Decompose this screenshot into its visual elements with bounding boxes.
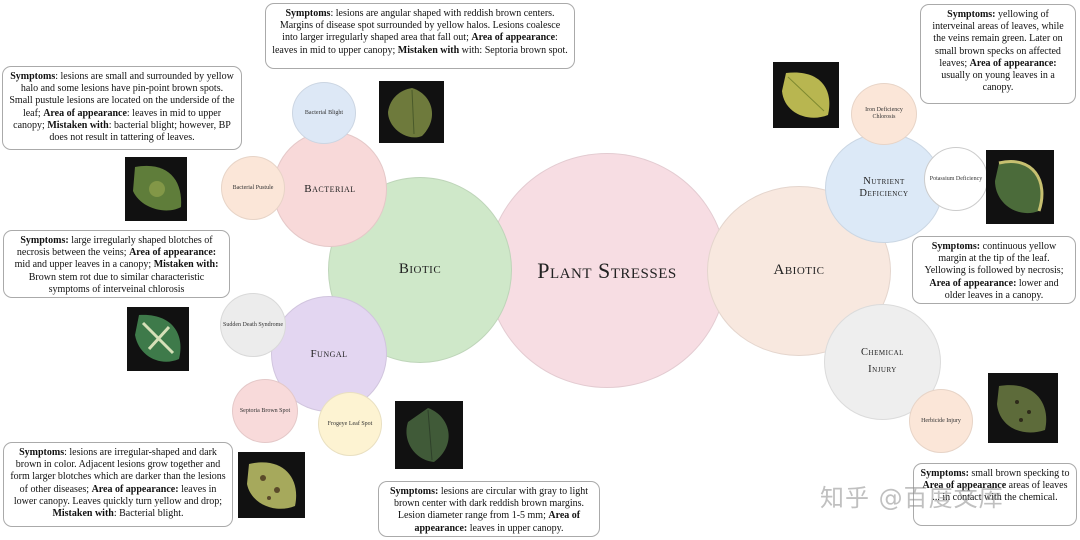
leaf-shape (406, 408, 449, 462)
note-herbicide: Symptoms: small brown specking to Area o… (913, 463, 1077, 526)
leaf-shape (246, 462, 296, 509)
circle-bacterial-blight: Bacterial Blight (292, 82, 356, 144)
bacterial-pustule-label: Bacterial Pustule (232, 184, 274, 191)
fungal-label: Fungal (310, 347, 348, 360)
circle-septoria: Septoria Brown Spot (232, 379, 298, 443)
leaf-image-iron (773, 62, 839, 128)
potassium-label: Potassium Deficiency (929, 175, 983, 182)
septoria-label: Septoria Brown Spot (239, 407, 291, 414)
leaf-image-bacterial-pustule (125, 157, 187, 221)
sudden-death-label: Sudden Death Syndrome (223, 321, 283, 328)
bacterial-blight-label: Bacterial Blight (304, 109, 344, 116)
note-potassium: Symptoms: continuous yellow margin at th… (912, 236, 1076, 304)
nutrient-label-line1: Nutrient (863, 175, 905, 187)
note-frogeye: Symptoms: lesions are circular with gray… (378, 481, 600, 537)
abiotic-label: Abiotic (773, 262, 825, 279)
iron-label: Iron Deficiency Chlorosis (865, 107, 903, 120)
chemical-label-line1: Chemical (861, 347, 904, 359)
leaf-image-potassium (986, 150, 1054, 224)
leaf-shape (782, 72, 830, 118)
circle-herbicide: Herbicide Injury (909, 389, 973, 453)
center-circle-plant-stresses: Plant Stresses (487, 153, 727, 388)
circle-chemical-injury: Chemical Injury (824, 304, 941, 420)
leaf-shape (387, 88, 432, 138)
circle-sudden-death: Sudden Death Syndrome (220, 293, 286, 357)
bacterial-label: Bacterial (304, 182, 356, 195)
center-label: Plant Stresses (537, 257, 677, 283)
chemical-label-line2: Injury (868, 364, 897, 375)
circle-frogeye: Frogeye Leaf Spot (318, 392, 382, 456)
note-bacterial-blight: Symptoms: lesions are angular shaped wit… (265, 3, 575, 69)
leaf-shape (997, 385, 1047, 433)
frogeye-label: Frogeye Leaf Spot (327, 420, 373, 427)
leaf-shape (995, 161, 1042, 214)
leaf-image-frogeye (395, 401, 463, 469)
note-sudden-death: Symptoms: large irregularly shaped blotc… (3, 230, 230, 298)
circle-nutrient-deficiency: Nutrient Deficiency (825, 133, 943, 243)
herbicide-label: Herbicide Injury (921, 417, 961, 424)
circle-bacterial-pustule: Bacterial Pustule (221, 156, 285, 220)
term-symptoms: Symptoms (285, 8, 331, 19)
leaf-image-herbicide (988, 373, 1058, 443)
circle-potassium: Potassium Deficiency (924, 147, 988, 211)
note-bacterial-pustule: Symptoms: lesions are small and surround… (2, 66, 242, 150)
leaf-image-sudden-death (127, 307, 189, 371)
note-iron: Symptoms: yellowing of interveinal areas… (920, 4, 1076, 104)
watermark: 知乎 @百度文库 (820, 484, 1004, 512)
nutrient-label: Nutrient Deficiency (859, 176, 908, 200)
chemical-label: Chemical Injury (861, 345, 904, 379)
note-septoria: Symptoms: lesions are irregular-shaped a… (3, 442, 233, 527)
leaf-image-bacterial-blight (379, 81, 444, 143)
leaf-image-septoria (238, 452, 305, 518)
circle-iron: Iron Deficiency Chlorosis (851, 83, 917, 145)
biotic-label: Biotic (398, 261, 442, 278)
circle-bacterial: Bacterial (273, 131, 387, 247)
nutrient-label-line2: Deficiency (859, 188, 909, 199)
